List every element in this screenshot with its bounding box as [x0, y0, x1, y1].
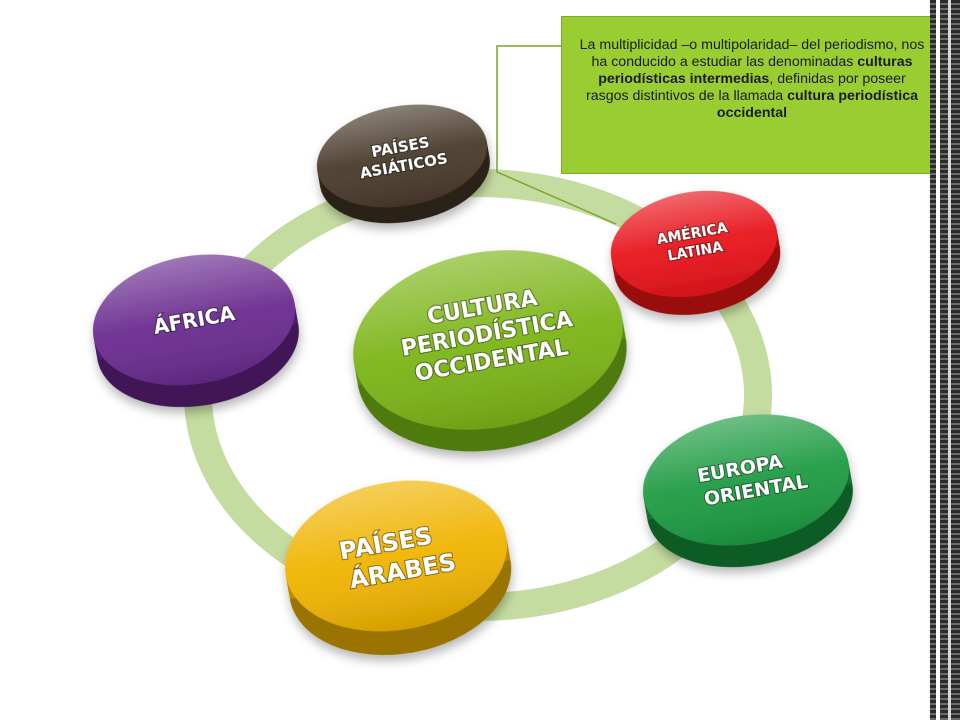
callout-box: La multiplicidad –o multipolaridad– del … [561, 16, 943, 174]
center-node-shine [353, 250, 623, 430]
node-america-shine [610, 190, 778, 298]
callout-text-2: , definidas por poseer rasgos distintivo… [586, 71, 906, 104]
node-africa-shine [92, 254, 296, 386]
slide-edge-strip [930, 0, 960, 720]
node-asiaticos-shine [316, 104, 488, 208]
callout-bold-1: culturas periodísticas intermedias [598, 54, 913, 87]
node-paises-arabes[interactable]: PAÍSES ÁRABES [273, 464, 523, 672]
callout-text-1: La multiplicidad –o multipolaridad– del … [579, 37, 925, 70]
node-africa[interactable]: ÁFRICA [82, 239, 309, 422]
node-paises-asiaticos[interactable]: PAÍSES ASIÁTICOS [309, 92, 499, 236]
node-america-latina[interactable]: AMÉRICA LATINA [602, 178, 789, 327]
center-node-cultura-occidental[interactable]: CULTURA PERIODÍSTICA OCCIDENTAL [339, 230, 641, 472]
node-europa-oriental[interactable]: EUROPA ORIENTAL [632, 399, 863, 583]
node-europa-shine [642, 414, 850, 546]
callout-bold-2: cultura periodística occidental [716, 88, 918, 121]
callout-connector [496, 45, 617, 225]
node-arabes-shine [284, 480, 508, 632]
